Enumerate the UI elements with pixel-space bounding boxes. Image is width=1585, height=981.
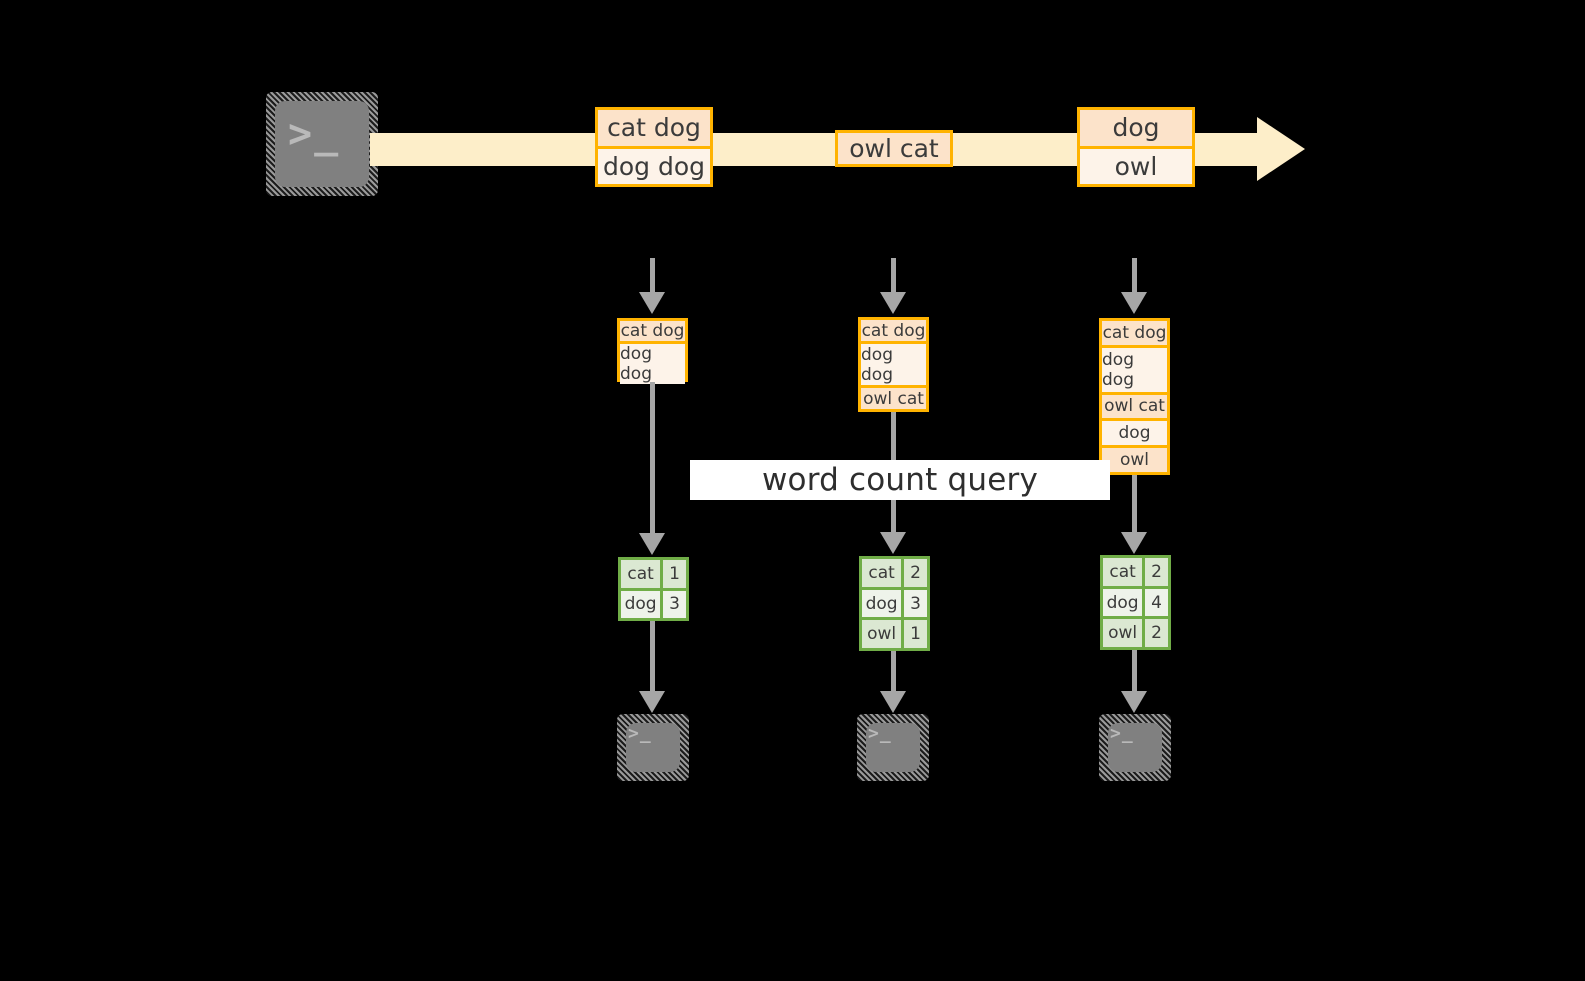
input-row: dog dog bbox=[1102, 344, 1167, 392]
count-row: dog 3 bbox=[621, 587, 686, 618]
feed-arrow-line-1 bbox=[650, 258, 655, 296]
count-value: 2 bbox=[1142, 558, 1168, 586]
count-word: dog bbox=[621, 590, 661, 618]
stream-group-1[interactable]: cat dog dog dog bbox=[595, 107, 713, 187]
stream-message: owl cat bbox=[838, 133, 950, 164]
query-arrow-head-2 bbox=[880, 532, 906, 554]
query-label-band: word count query bbox=[690, 460, 1110, 500]
count-row: cat 2 bbox=[862, 559, 927, 587]
input-row: cat dog bbox=[861, 320, 926, 341]
feed-arrow-line-3 bbox=[1132, 258, 1137, 296]
producer-terminal-icon: >_ bbox=[266, 92, 378, 196]
stream-message: dog bbox=[1080, 110, 1192, 146]
count-row: cat 2 bbox=[1103, 558, 1168, 586]
input-row: owl cat bbox=[861, 385, 926, 409]
feed-arrow-head-3 bbox=[1121, 292, 1147, 314]
terminal-prompt-glyph: >_ bbox=[288, 111, 341, 157]
count-word: cat bbox=[621, 560, 661, 588]
count-word: cat bbox=[862, 559, 902, 587]
snapshot-t1-count-table[interactable]: cat 1 dog 3 bbox=[618, 557, 689, 621]
output-arrow-line-2 bbox=[891, 651, 896, 695]
output-arrow-head-3 bbox=[1121, 691, 1147, 713]
query-label: word count query bbox=[761, 462, 1039, 498]
terminal-screen bbox=[1108, 723, 1162, 772]
count-row: cat 1 bbox=[621, 560, 686, 588]
stream-message: owl bbox=[1080, 145, 1192, 184]
input-row: dog dog bbox=[620, 341, 685, 384]
feed-arrow-head-1 bbox=[639, 292, 665, 314]
count-value: 3 bbox=[660, 590, 686, 618]
input-row: cat dog bbox=[620, 321, 685, 341]
snapshot-t1-input-table[interactable]: cat dog dog dog bbox=[617, 318, 688, 384]
query-arrow-head-3 bbox=[1121, 532, 1147, 554]
feed-arrow-line-2 bbox=[891, 258, 896, 296]
count-word: cat bbox=[1103, 558, 1143, 586]
input-row: owl cat bbox=[1102, 391, 1167, 419]
output-arrow-head-1 bbox=[639, 691, 665, 713]
terminal-screen bbox=[866, 723, 920, 772]
query-arrow-line-3 bbox=[1132, 475, 1137, 536]
terminal-screen bbox=[275, 101, 369, 187]
snapshot-t2-count-table[interactable]: cat 2 dog 3 owl 1 bbox=[859, 556, 930, 651]
input-row: cat dog bbox=[1102, 321, 1167, 345]
output-arrow-line-3 bbox=[1132, 650, 1137, 695]
count-word: dog bbox=[1103, 588, 1143, 617]
terminal-prompt-glyph: >_ bbox=[628, 723, 652, 744]
input-row: dog dog bbox=[861, 341, 926, 385]
count-row: dog 4 bbox=[1103, 585, 1168, 617]
snapshot-t3-input-table[interactable]: cat dog dog dog owl cat dog owl bbox=[1099, 318, 1170, 475]
input-row: dog bbox=[1102, 418, 1167, 446]
output-arrow-line-1 bbox=[650, 621, 655, 695]
count-value: 1 bbox=[660, 560, 686, 588]
snapshot-t2-input-table[interactable]: cat dog dog dog owl cat bbox=[858, 317, 929, 412]
stream-arrow-head bbox=[1257, 117, 1305, 181]
count-word: owl bbox=[862, 620, 902, 649]
count-value: 4 bbox=[1142, 588, 1168, 617]
snapshot-t1-consumer-terminal-icon: >_ bbox=[617, 714, 689, 781]
snapshot-t2-consumer-terminal-icon: >_ bbox=[857, 714, 929, 781]
stream-group-2[interactable]: owl cat bbox=[835, 130, 953, 167]
query-arrow-head-1 bbox=[639, 533, 665, 555]
terminal-screen bbox=[626, 723, 680, 772]
input-row: owl bbox=[1102, 445, 1167, 472]
count-value: 3 bbox=[901, 589, 927, 618]
count-value: 1 bbox=[901, 620, 927, 649]
count-word: owl bbox=[1103, 619, 1143, 648]
snapshot-t3-consumer-terminal-icon: >_ bbox=[1099, 714, 1171, 781]
stream-group-3[interactable]: dog owl bbox=[1077, 107, 1195, 187]
terminal-prompt-glyph: >_ bbox=[1110, 723, 1134, 744]
terminal-prompt-glyph: >_ bbox=[868, 723, 892, 744]
count-row: dog 3 bbox=[862, 586, 927, 618]
output-arrow-head-2 bbox=[880, 691, 906, 713]
count-value: 2 bbox=[901, 559, 927, 587]
feed-arrow-head-2 bbox=[880, 292, 906, 314]
snapshot-t3-count-table[interactable]: cat 2 dog 4 owl 2 bbox=[1100, 555, 1171, 650]
count-word: dog bbox=[862, 589, 902, 618]
stream-message: dog dog bbox=[598, 145, 710, 184]
query-arrow-line-1 bbox=[650, 382, 655, 537]
stream-message: cat dog bbox=[598, 110, 710, 146]
count-value: 2 bbox=[1142, 619, 1168, 648]
count-row: owl 2 bbox=[1103, 616, 1168, 648]
count-row: owl 1 bbox=[862, 617, 927, 649]
